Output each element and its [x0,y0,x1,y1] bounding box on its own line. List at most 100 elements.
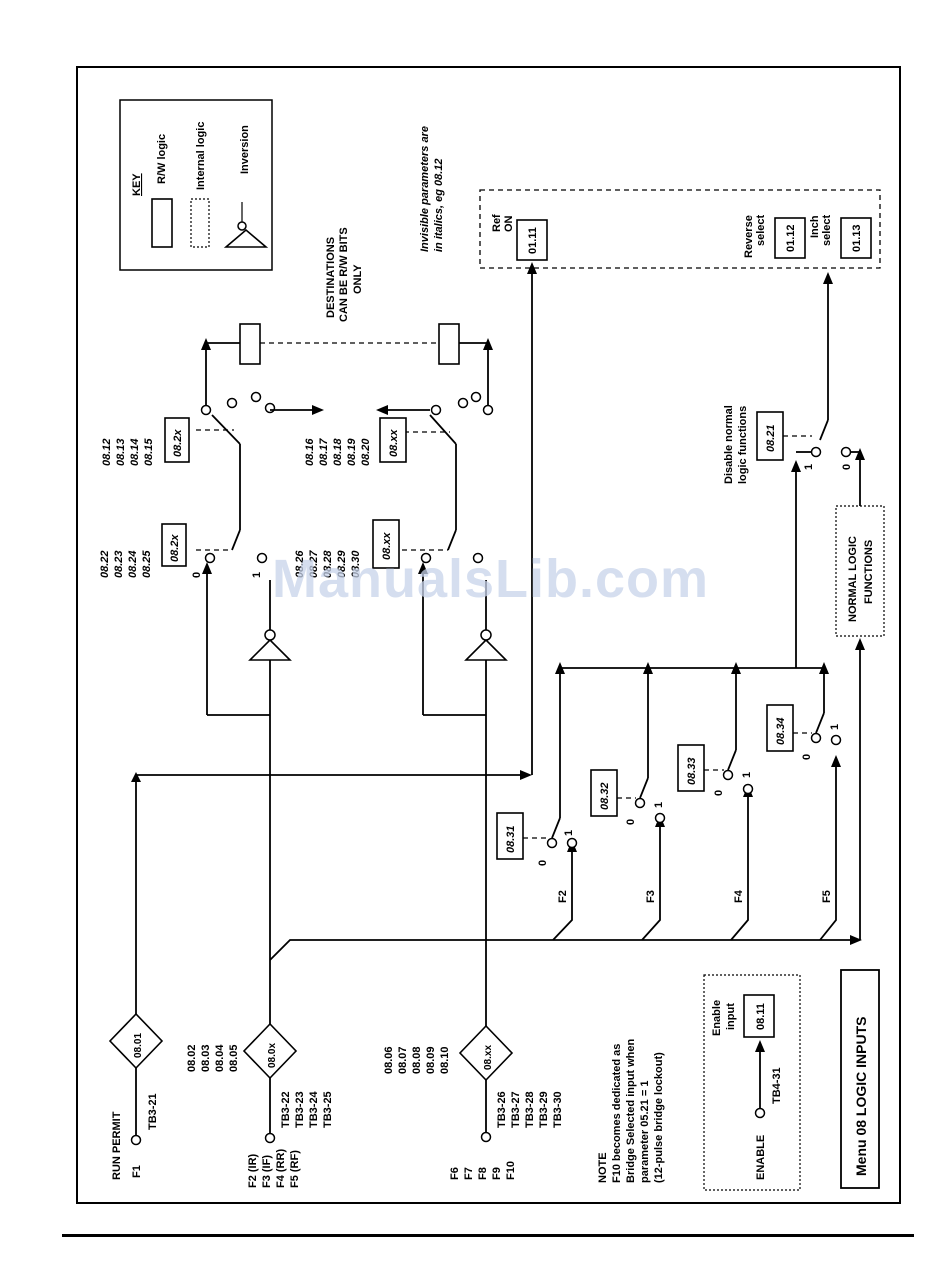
top-inv-param-2: 08.24 [127,550,139,578]
bottom-inv-box-label: 08.xx [381,532,393,560]
bottom-dest-param-4: 08.20 [360,438,372,466]
key-inversion: Inversion [239,125,251,174]
tb3-21-label: TB3-21 [147,1093,159,1130]
g1-term-2: F4 (RR) [275,1149,287,1188]
menu-title: Menu 08 LOGIC INPUTS [853,1017,869,1176]
function-selector-2: 08.32 0 1 [590,662,666,825]
top-dest-param-0: 08.12 [101,438,113,466]
top-inv-zero: 0 [191,572,203,578]
ref-on-param: 01.11 [527,227,539,254]
outer-frame [76,66,901,1204]
g1-param-1: 08.03 [200,1044,212,1072]
enable-terminal [754,1107,766,1119]
bottom-dest-param-0: 08.16 [304,438,316,466]
fs-box-1 [496,812,524,860]
bottom-destination-selector [376,323,494,445]
p0801-label: 08.01 [133,1033,144,1058]
g2-param-0: 08.06 [383,1046,395,1074]
invisible-note-line2: in italics, eg 08.12 [433,158,445,252]
bottom-inv-param-1: 08.27 [308,550,320,578]
normal-logic-functions: NORMAL LOGIC FUNCTIONS [835,448,885,637]
reverse-label2: select [755,214,767,246]
main-bus [269,638,865,961]
top-dest-param-2: 08.14 [129,438,141,466]
reverse-select-param: 01.12 [785,224,797,252]
fs-4-zero: 0 [801,754,813,760]
top-inv-one: 1 [251,572,263,578]
p08xx-label: 08.xx [483,1045,494,1070]
menu-title-box: Menu 08 LOGIC INPUTS [840,969,880,1189]
g1-term-1: F3 (IF) [261,1155,273,1188]
g2-tb-3: TB3-29 [538,1091,550,1128]
fs-1-one: 1 [563,830,575,836]
enable-label2: input [725,1003,737,1030]
normal-logic-line1: NORMAL LOGIC [847,536,859,622]
bus-f3: F3 [645,890,657,903]
output-parameters-group: Ref ON 01.11 Reverse select 01.12 Inch s… [479,189,881,269]
g2-param-2: 08.08 [411,1046,423,1074]
disable-zero: 0 [841,464,853,470]
fs-box-4-label: 08.34 [775,717,787,745]
bottom-inv-param-2: 08.28 [322,550,334,578]
run-permit-label: RUN PERMIT [111,1111,123,1180]
invisible-note-line1: Invisible parameters are [419,126,431,252]
key-inversion-triangle [223,228,269,248]
key-legend: KEY R/W logic Internal logic Inversion [119,99,273,271]
inch-label2: select [821,214,833,246]
disable-box [756,411,784,461]
top-dest-box-label: 08.2x [172,429,184,457]
ref-on-box [516,219,548,261]
bottom-dest-target [438,323,460,365]
bottom-inv-box [372,519,400,569]
function-selector-1: 08.31 0 1 [496,662,578,866]
enable-text: ENABLE [755,1135,767,1180]
g2-tb-0: TB3-26 [496,1091,508,1128]
g2-term-4: F10 [505,1161,517,1180]
dest-note-line3: ONLY [352,264,364,294]
tb4-31: TB4-31 [771,1067,783,1104]
top-dest-param-1: 08.13 [115,438,127,466]
g2-term-2: F8 [477,1167,489,1180]
group2-inputs: F6 F7 F8 F9 F10 TB3-26 TB3-27 TB3-28 TB3… [383,660,564,1180]
top-inv-param-1: 08.23 [113,550,125,578]
top-inv-param-3: 08.25 [141,550,153,578]
note-line3: parameter 05.21 = 1 [639,1081,651,1183]
disable-one: 1 [803,464,815,470]
fs-2-one: 1 [653,802,665,808]
p080x-label: 08.0x [267,1043,278,1068]
bottom-dest-box [379,417,407,463]
reverse-label1: Reverse [743,215,755,258]
bus-f4: F4 [733,889,745,903]
g1-tb-3: TB3-25 [322,1091,334,1128]
bus-f5: F5 [821,890,833,903]
group1-inputs: F2 (IR) F3 (IF) F4 (RR) F5 (RF) TB3-22 T… [186,660,334,1188]
enable-param: 08.11 [755,1003,767,1030]
enable-label1: Enable [711,1000,723,1036]
g2-param-4: 08.10 [439,1046,451,1074]
function-selector-4: 08.34 0 1 [766,662,842,760]
bottom-inv-param-0: 08.26 [294,550,306,578]
disable-line2: logic functions [737,406,749,484]
g1-term-0: F2 (IR) [247,1153,259,1188]
g1-term-3: F5 (RF) [289,1150,301,1188]
inch-label1: Inch [809,215,821,238]
top-inv-param-0: 08.22 [99,550,111,578]
g1-terminal [264,1132,276,1144]
key-title: KEY [131,173,143,196]
ref-label1: Ref [491,214,503,232]
top-inv-box [161,523,187,567]
fs-box-1-label: 08.31 [505,825,517,853]
g1-param-3: 08.05 [228,1044,240,1072]
dest-note-line1: DESTINATIONS [325,237,337,318]
fs-box-3-label: 08.33 [686,757,698,785]
fs-3-zero: 0 [713,790,725,796]
bus-f2: F2 [557,890,569,903]
key-rw-box-symbol [151,198,173,248]
page-bottom-rule [62,1234,914,1237]
key-internal-box-symbol [190,198,210,248]
reverse-select-box [774,217,806,259]
normal-logic-line2: FUNCTIONS [863,540,875,604]
disable-line1: Disable normal [723,405,735,484]
f1-label: F1 [131,1165,143,1178]
